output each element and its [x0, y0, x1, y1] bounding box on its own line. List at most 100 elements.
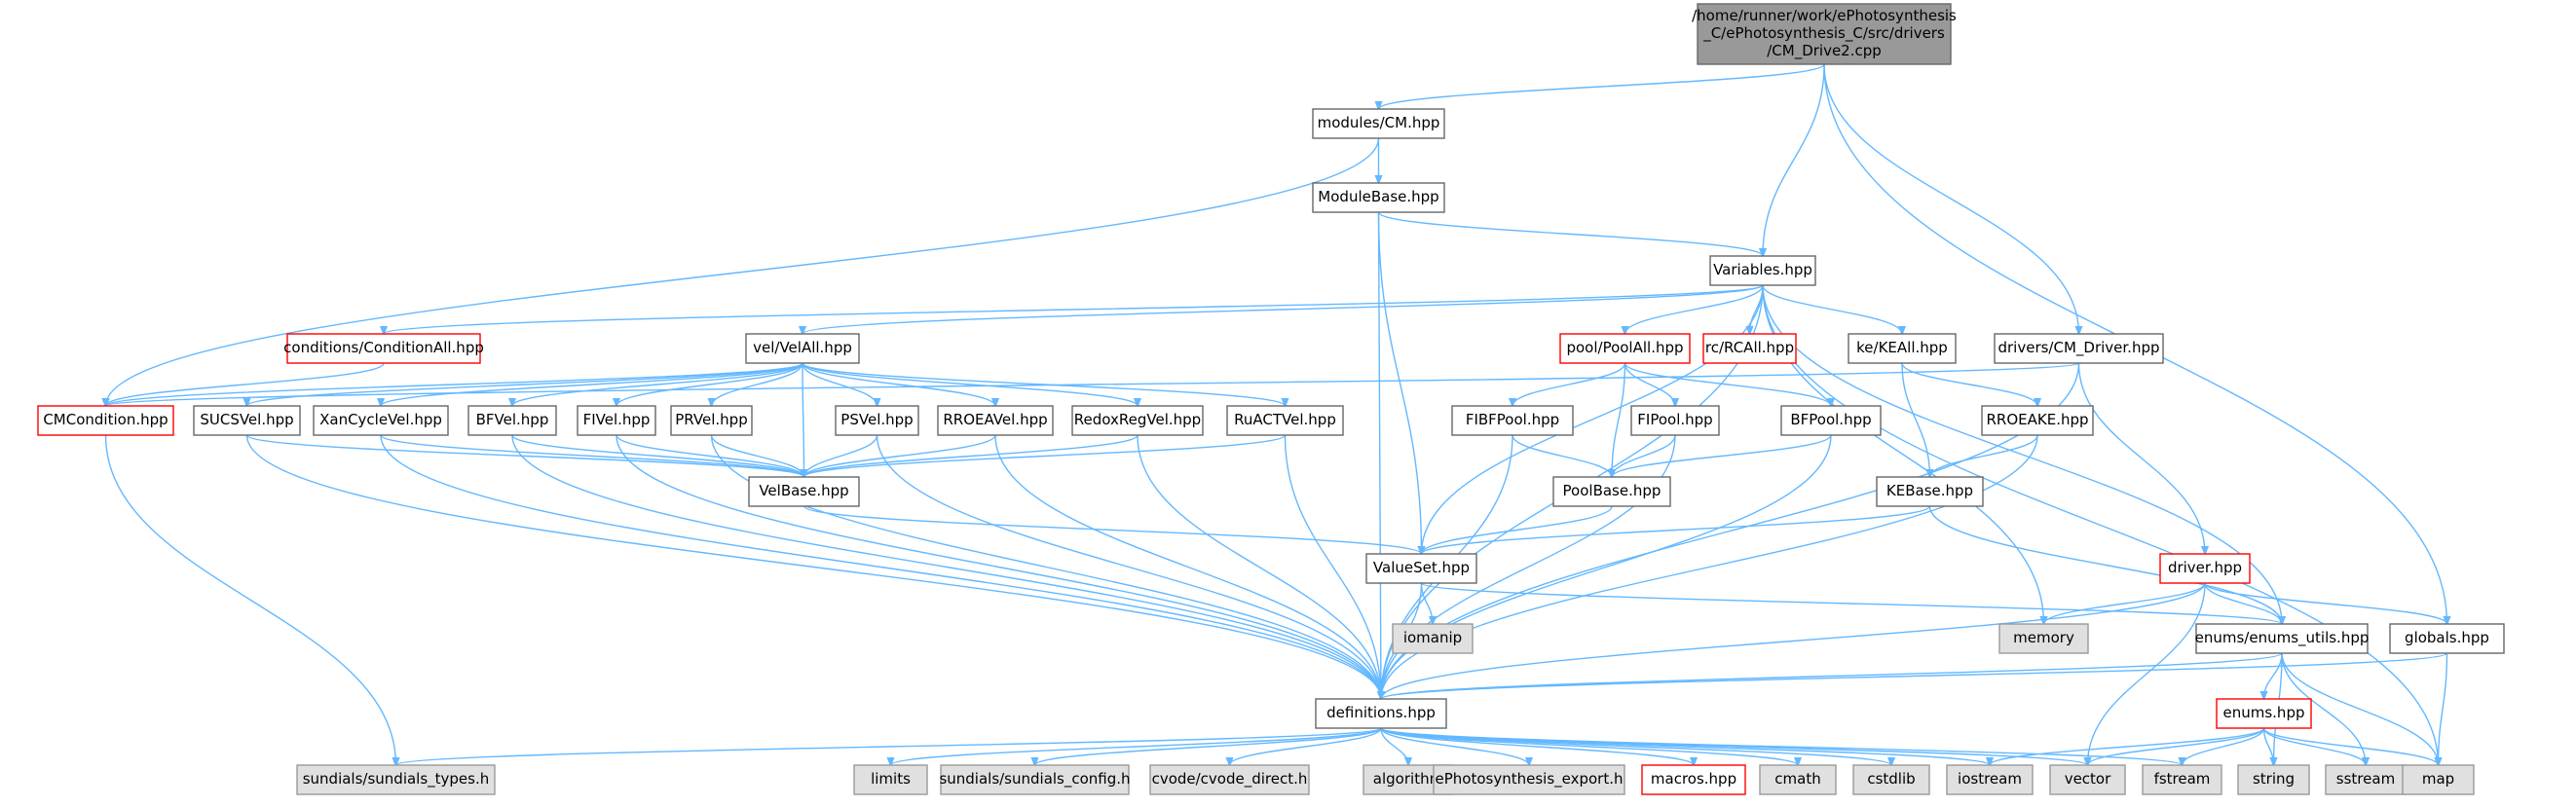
node-drivers_cm_driver[interactable]: drivers/CM_Driver.hpp — [1994, 333, 2164, 364]
node-box-fstream — [2142, 764, 2222, 795]
edge-velall-to-fivel — [616, 362, 803, 406]
node-sstream: sstream — [2325, 764, 2407, 795]
node-label-drivers_cm_driver: drivers/CM_Driver.hpp — [1997, 339, 2159, 357]
node-conditionall[interactable]: conditions/ConditionAll.hpp — [283, 333, 484, 364]
node-enums_utils[interactable]: enums/enums_utils.hpp — [2195, 623, 2370, 654]
node-label-limits: limits — [871, 770, 911, 788]
node-velbase[interactable]: VelBase.hpp — [748, 476, 860, 507]
node-fipool[interactable]: FIPool.hpp — [1630, 405, 1720, 436]
node-enums[interactable]: enums.hpp — [2216, 698, 2312, 729]
node-box-rcall — [1702, 333, 1797, 364]
edge-kebase-to-valueset — [1422, 505, 1931, 554]
node-box-vector — [2049, 764, 2126, 795]
edge-definitions-to-cvode_direct — [1230, 727, 1382, 765]
node-kebase[interactable]: KEBase.hpp — [1876, 476, 1984, 507]
node-label-velbase: VelBase.hpp — [759, 482, 848, 499]
node-label-iostream: iostream — [1958, 770, 2022, 788]
edge-velall-to-rroeavel — [802, 362, 995, 406]
node-rcall[interactable]: rc/RCAll.hpp — [1702, 333, 1797, 364]
edge-fivel-to-definitions — [616, 434, 1381, 699]
node-fibfpool[interactable]: FIBFPool.hpp — [1451, 405, 1574, 436]
edge-definitions-to-iostream — [1380, 727, 1990, 765]
node-box-bfpool — [1780, 405, 1882, 436]
edge-poolall-to-bfpool — [1624, 362, 1832, 406]
node-label-enums: enums.hpp — [2223, 704, 2305, 721]
node-redoxregvel[interactable]: RedoxRegVel.hpp — [1071, 405, 1204, 436]
node-label-xancyclevel: XanCycleVel.hpp — [319, 411, 442, 428]
node-definitions[interactable]: definitions.hpp — [1315, 698, 1447, 729]
edge-kebase-to-enums_utils — [1928, 505, 2283, 624]
edge-rroeavel-to-velbase — [804, 434, 996, 477]
node-macros[interactable]: macros.hpp — [1641, 764, 1746, 795]
node-bfvel[interactable]: BFVel.hpp — [467, 405, 557, 436]
node-box-map — [2402, 764, 2475, 795]
edge-drivers_cm_driver-to-driver — [2077, 362, 2206, 554]
node-box-velbase — [748, 476, 860, 507]
edge-velbase-to-valueset — [803, 505, 1422, 554]
node-root[interactable]: /home/runner/work/ePhotosynthesis_C/ePho… — [1692, 3, 1957, 65]
node-label-psvel: PSVel.hpp — [840, 411, 913, 428]
node-box-macros — [1641, 764, 1746, 795]
edge-variables-to-velall — [803, 284, 1764, 334]
edge-variables-to-keall — [1762, 284, 1902, 334]
edge-variables-to-conditionall — [384, 284, 1764, 334]
node-variables[interactable]: Variables.hpp — [1709, 255, 1816, 286]
node-label-root: /CM_Drive2.cpp — [1767, 42, 1882, 60]
edge-enums_utils-to-sstream — [2281, 652, 2366, 765]
node-box-sundials_config — [940, 764, 1130, 795]
node-box-valueset — [1365, 553, 1477, 584]
node-box-rroeavel — [937, 405, 1054, 436]
edge-xancyclevel-to-definitions — [380, 434, 1381, 699]
node-rroeake[interactable]: RROEAKE.hpp — [1981, 405, 2094, 436]
node-psvel[interactable]: PSVel.hpp — [835, 405, 919, 436]
node-rroeavel[interactable]: RROEAVel.hpp — [937, 405, 1054, 436]
node-label-velall: vel/VelAll.hpp — [753, 339, 852, 356]
node-label-fivel: FIVel.hpp — [583, 411, 651, 428]
edge-enums-to-sstream — [2262, 727, 2367, 765]
node-label-redoxregvel: RedoxRegVel.hpp — [1074, 411, 1201, 428]
node-valueset[interactable]: ValueSet.hpp — [1365, 553, 1477, 584]
edge-velall-to-velbase — [803, 362, 804, 477]
edge-velall-to-sucsvel — [247, 362, 803, 406]
node-label-macros: macros.hpp — [1651, 770, 1736, 788]
node-box-kebase — [1876, 476, 1984, 507]
node-box-poolall — [1559, 333, 1691, 364]
node-poolbase[interactable]: PoolBase.hpp — [1552, 476, 1671, 507]
edge-definitions-to-limits — [891, 727, 1382, 765]
edge-poolbase-to-valueset — [1422, 505, 1613, 554]
node-box-prvel — [670, 405, 753, 436]
edge-redoxregvel-to-velbase — [804, 434, 1139, 477]
node-globals[interactable]: globals.hpp — [2389, 623, 2505, 654]
node-sucsvel[interactable]: SUCSVel.hpp — [193, 405, 301, 436]
edge-keall-to-rroeake — [1901, 362, 2037, 406]
node-xancyclevel[interactable]: XanCycleVel.hpp — [313, 405, 449, 436]
node-box-enums — [2216, 698, 2312, 729]
node-box-cmcondition — [37, 405, 174, 436]
node-label-map: map — [2422, 770, 2454, 788]
edge-psvel-to-definitions — [876, 434, 1382, 699]
node-ruactvel[interactable]: RuACTVel.hpp — [1226, 405, 1344, 436]
node-label-sundials_config: sundials/sundials_config.h — [939, 770, 1130, 789]
edge-bfvel-to-velbase — [511, 434, 804, 477]
node-box-sucsvel — [193, 405, 301, 436]
edge-poolall-to-fibfpool — [1512, 362, 1626, 406]
node-box-enums_utils — [2195, 623, 2369, 654]
edge-modules_cm-to-cmcondition — [106, 137, 1380, 406]
node-keall[interactable]: ke/KEAll.hpp — [1848, 333, 1957, 364]
edge-sucsvel-to-velbase — [245, 434, 804, 477]
node-poolall[interactable]: pool/PoolAll.hpp — [1559, 333, 1691, 364]
node-cvode_direct: cvode/cvode_direct.h — [1149, 764, 1310, 795]
node-box-ruactvel — [1226, 405, 1344, 436]
node-label-ephoto_export: ePhotosynthesis_export.h — [1436, 770, 1624, 789]
node-box-bfvel — [467, 405, 557, 436]
node-modulebase[interactable]: ModuleBase.hpp — [1312, 182, 1445, 213]
node-driver[interactable]: driver.hpp — [2159, 553, 2251, 584]
node-fivel[interactable]: FIVel.hpp — [577, 405, 656, 436]
node-bfpool[interactable]: BFPool.hpp — [1780, 405, 1882, 436]
node-cmcondition[interactable]: CMCondition.hpp — [37, 405, 174, 436]
node-box-keall — [1848, 333, 1957, 364]
node-velall[interactable]: vel/VelAll.hpp — [745, 333, 860, 364]
node-modules_cm[interactable]: modules/CM.hpp — [1312, 108, 1445, 139]
node-prvel[interactable]: PRVel.hpp — [670, 405, 753, 436]
